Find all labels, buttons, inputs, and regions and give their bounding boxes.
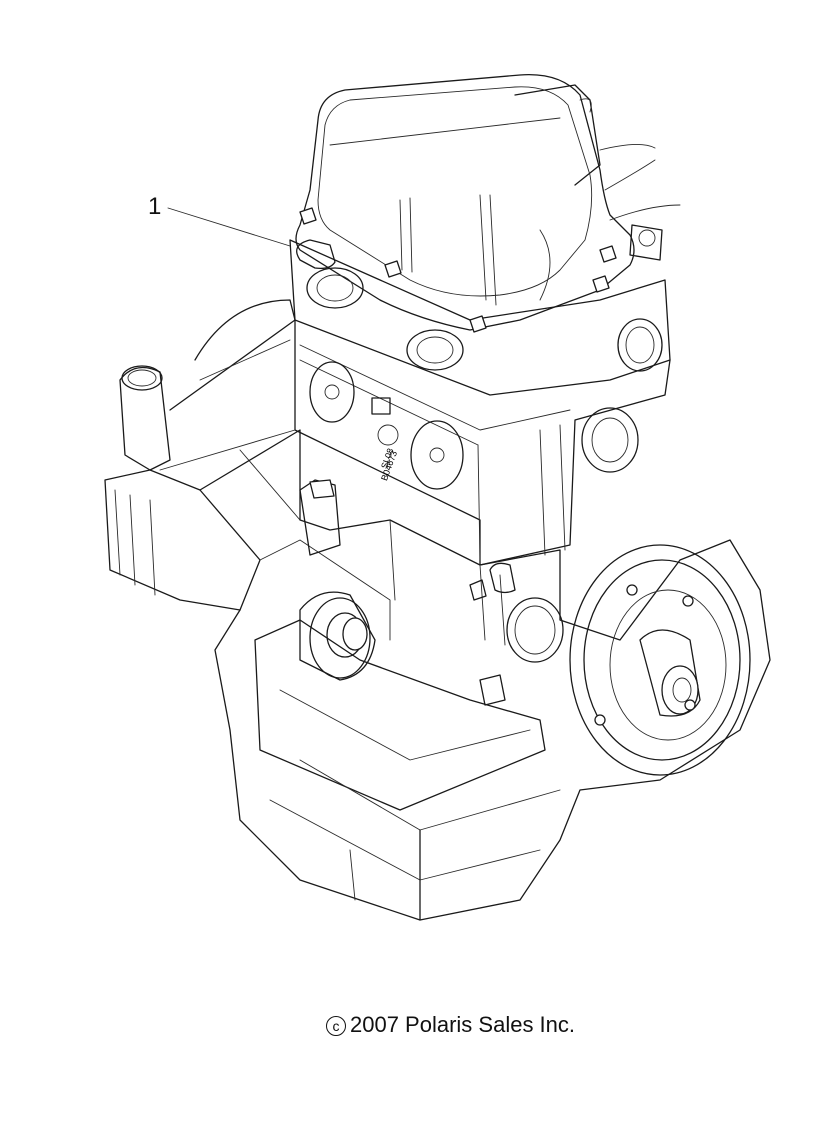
copyright-text: 2007 Polaris Sales Inc. — [350, 1012, 576, 1037]
left-housing — [104, 299, 301, 611]
timing-cover — [514, 84, 681, 261]
callout-1-label: 1 — [148, 193, 162, 220]
drive-flange — [569, 544, 751, 776]
cylinder-block: SL08 B04673 — [294, 319, 671, 566]
oil-port — [469, 562, 564, 706]
copyright-icon: c — [326, 1016, 346, 1036]
output-shaft-left — [299, 591, 376, 681]
valve-cover — [295, 74, 635, 331]
crankcase — [199, 429, 771, 921]
callout-1-leader — [167, 207, 291, 247]
cylinder-head — [289, 207, 671, 396]
